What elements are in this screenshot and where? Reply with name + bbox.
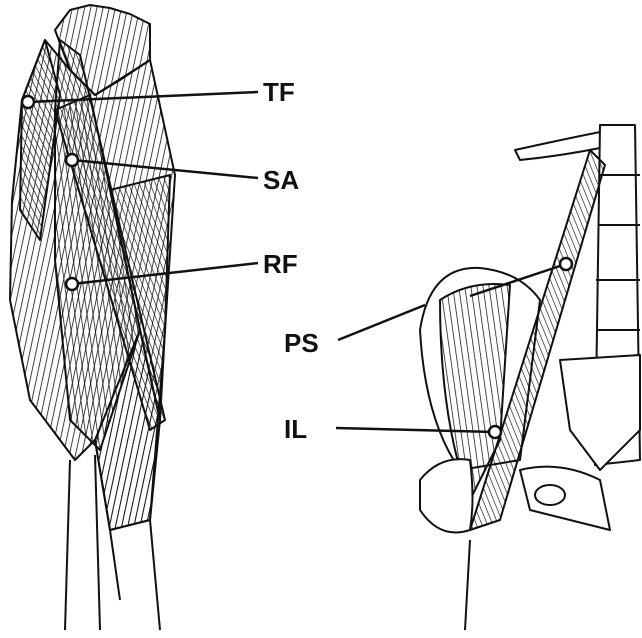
label-sa: SA [263,165,299,195]
marker-rf [66,278,78,290]
label-ps: PS [284,328,319,358]
pelvis-illustration [420,125,640,630]
marker-ps [560,258,572,270]
marker-il [489,426,501,438]
marker-tf [22,96,34,108]
label-il: IL [284,414,307,444]
marker-sa [66,154,78,166]
label-rf: RF [263,249,298,279]
label-tf: TF [263,77,295,107]
